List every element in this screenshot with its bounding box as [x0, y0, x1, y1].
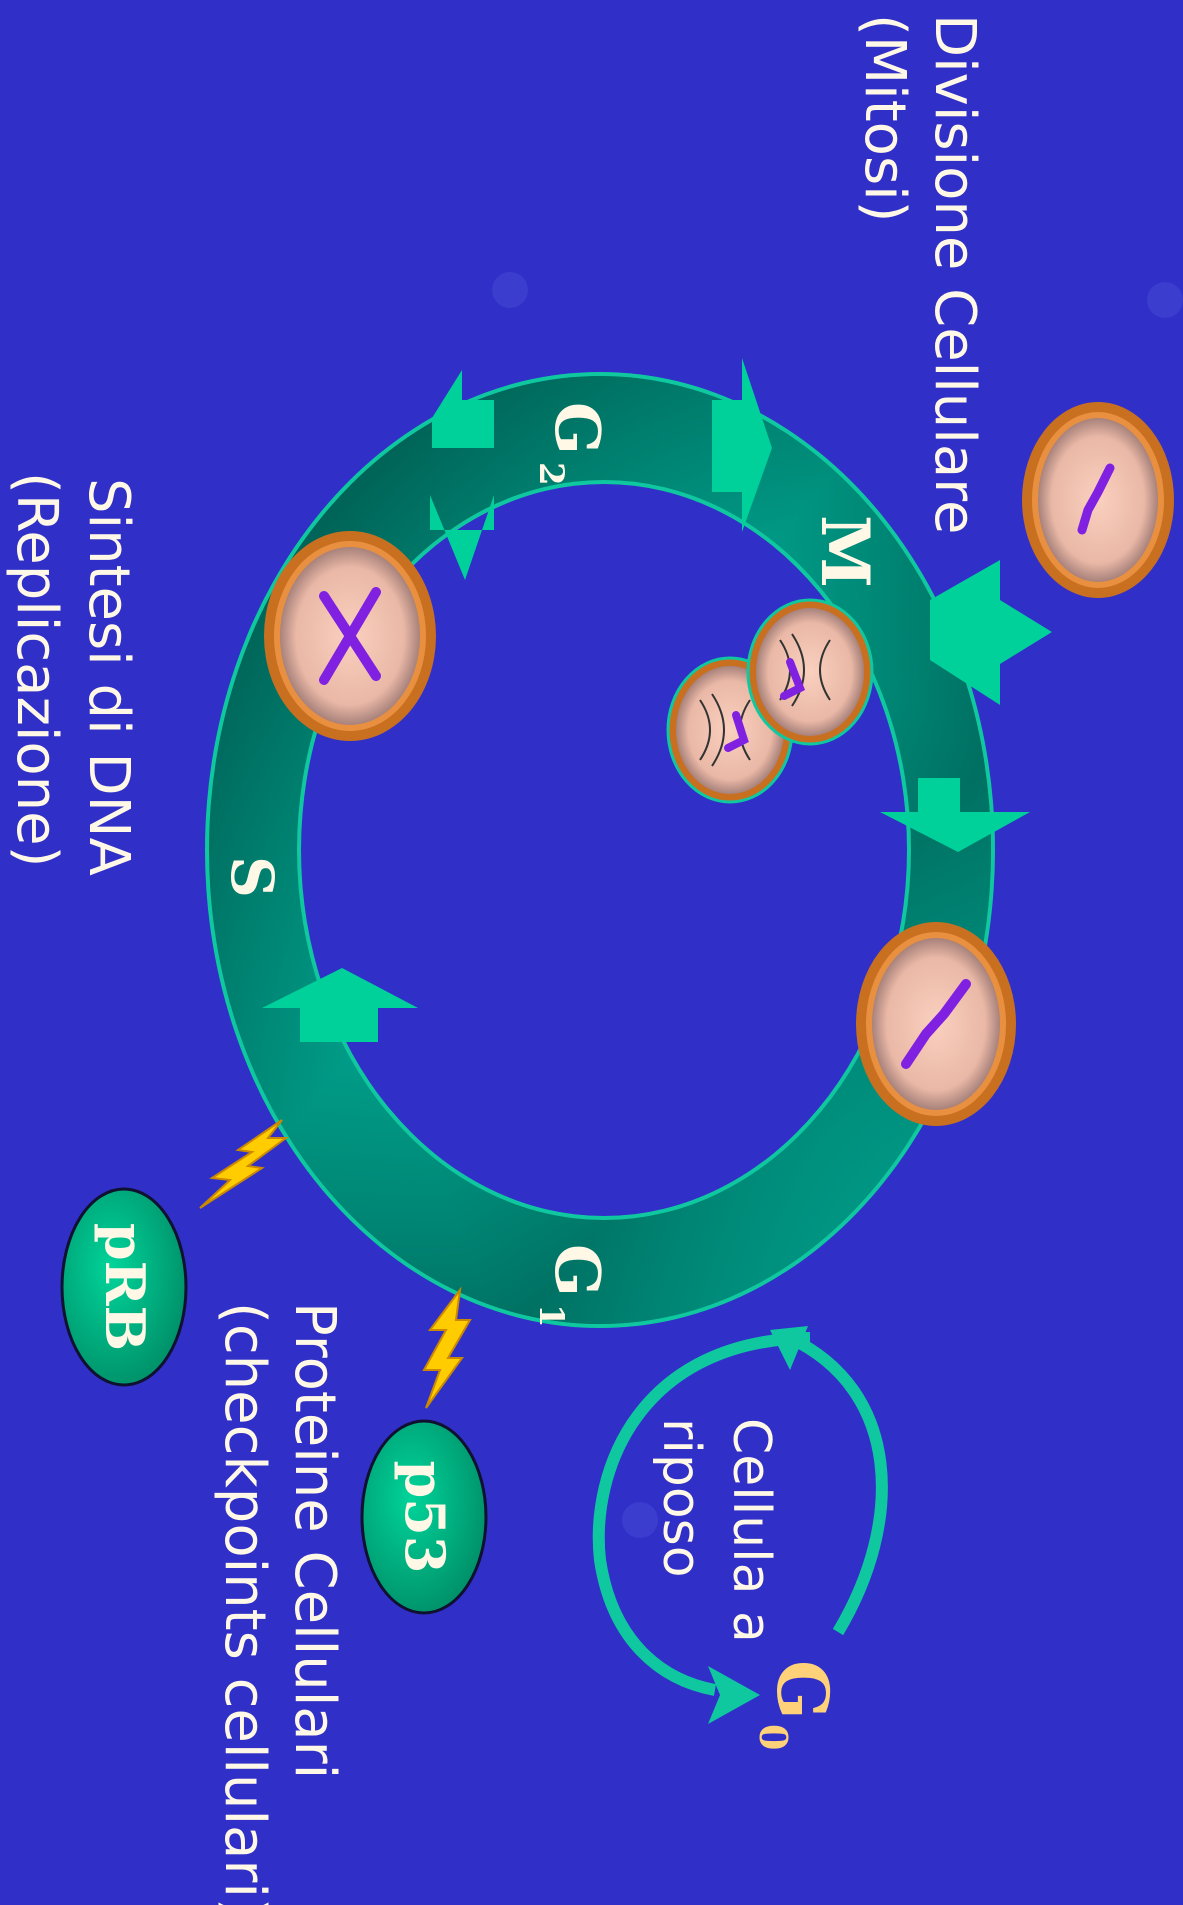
arrow-g1-to-s: [262, 968, 418, 1042]
cell-g1: [856, 922, 1016, 1126]
arrow-s-to-g2: [432, 370, 494, 448]
phase-g2-sub: 2: [531, 462, 571, 486]
lightning-icon: [422, 1286, 472, 1409]
phase-g0-sub: 0: [751, 1724, 796, 1750]
cell-s-replicated: [264, 531, 436, 741]
protein-p53-badge: p53: [360, 1419, 488, 1615]
protein-p53-label: p53: [393, 1461, 457, 1574]
g0-loop-arrowhead: [708, 1666, 760, 1724]
phase-g2-label: G: [541, 402, 614, 455]
chromosome: [901, 979, 971, 1069]
chromosome: [1077, 463, 1115, 535]
protein-prb-label: pRB: [93, 1223, 157, 1351]
cell-m-right: [1022, 402, 1174, 598]
g0-loop: [592, 1326, 888, 1724]
phase-labels: M S G 2 G 1: [218, 402, 884, 1328]
chromosome: [319, 587, 381, 685]
division-title-line1: Divisione Cellulare: [922, 14, 987, 534]
lightning-icon: [199, 1119, 290, 1209]
phase-m-label: M: [806, 515, 884, 588]
phase-g1-label: G: [541, 1244, 614, 1297]
division-title-line2: (Mitosi): [852, 14, 917, 223]
arrow-g2-to-m: [712, 358, 772, 532]
arrow-m-out: [930, 560, 1052, 705]
ring-arrows: [262, 358, 1052, 1042]
phase-s-label: S: [218, 856, 286, 898]
cell-dividing: [666, 598, 874, 804]
arrow-m-to-g1: [880, 778, 1030, 852]
proteins-title-line1: Proteine Cellulari: [282, 1302, 347, 1779]
phase-g0-label: G: [761, 1660, 844, 1720]
synthesis-title-line2: (Replicazione): [4, 472, 69, 867]
phase-g1-sub: 1: [531, 1304, 571, 1328]
synthesis-title-line1: Sintesi di DNA: [76, 478, 141, 876]
proteins-title-line2: (checkpoints cellulari): [212, 1302, 277, 1905]
arrow-s-to-g2-b: [430, 495, 494, 580]
resting-cell-line1: Cellula a: [721, 1418, 781, 1643]
resting-cell-line2: riposo: [651, 1418, 711, 1578]
protein-prb-badge: pRB: [60, 1187, 188, 1387]
